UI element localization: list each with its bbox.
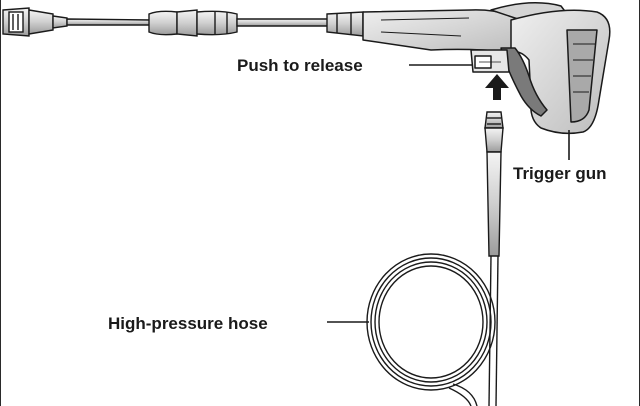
gun-collar (326, 11, 364, 37)
label-high-pressure-hose: High-pressure hose (108, 314, 268, 333)
trigger-gun (362, 2, 611, 135)
label-trigger-gun: Trigger gun (513, 164, 607, 183)
high-pressure-hose (366, 111, 504, 406)
hose-fitting (484, 111, 504, 129)
hose-coil (366, 253, 496, 391)
up-arrow-icon (485, 74, 509, 100)
label-push-to-release: Push to release (237, 56, 363, 75)
gun-barrel (362, 9, 522, 53)
trigger (500, 47, 548, 117)
lance-coupling (148, 10, 178, 36)
nozzle-cap (8, 11, 24, 33)
lance-tube (66, 18, 152, 26)
spray-lance (2, 7, 364, 37)
